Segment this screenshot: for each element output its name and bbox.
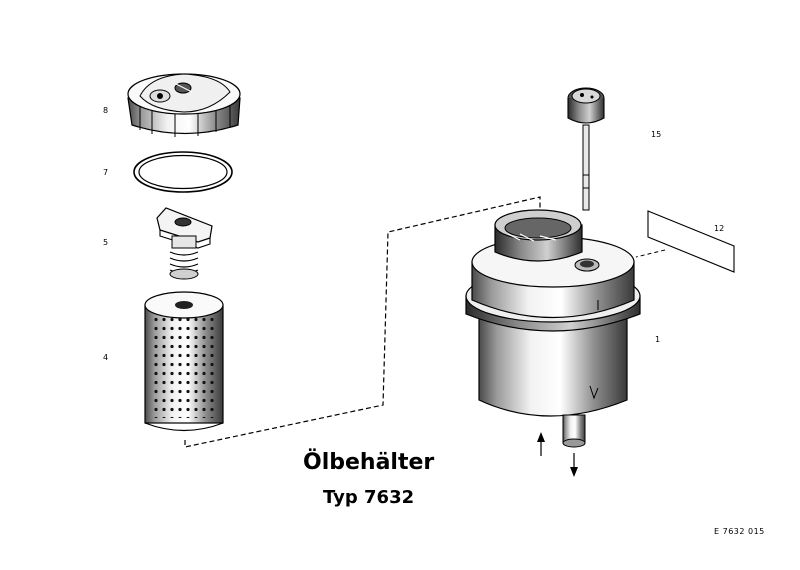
outlet-arrow bbox=[570, 453, 578, 477]
callout-8: 8 bbox=[103, 106, 109, 115]
callout-15: 15 bbox=[651, 130, 662, 139]
reference-code: E 7632 015 bbox=[714, 527, 765, 536]
filter-cartridge bbox=[144, 291, 224, 432]
inlet-arrow bbox=[537, 432, 545, 456]
sealing-ring bbox=[133, 151, 233, 193]
callout-4: 4 bbox=[103, 353, 109, 362]
screw-cap bbox=[127, 73, 241, 137]
dipstick bbox=[567, 87, 605, 211]
oil-reservoir bbox=[465, 209, 641, 448]
callout-5: 5 bbox=[103, 238, 109, 247]
callout-1: 1 bbox=[655, 335, 661, 344]
diagram-title: Ölbehälter bbox=[303, 450, 435, 475]
callout-7: 7 bbox=[103, 168, 109, 177]
valve-spring bbox=[156, 207, 213, 280]
assembly-dashed-line bbox=[184, 196, 541, 448]
diagram-subtitle: Typ 7632 bbox=[323, 487, 415, 508]
label-sticker bbox=[635, 210, 735, 273]
callout-12: 12 bbox=[714, 224, 725, 233]
